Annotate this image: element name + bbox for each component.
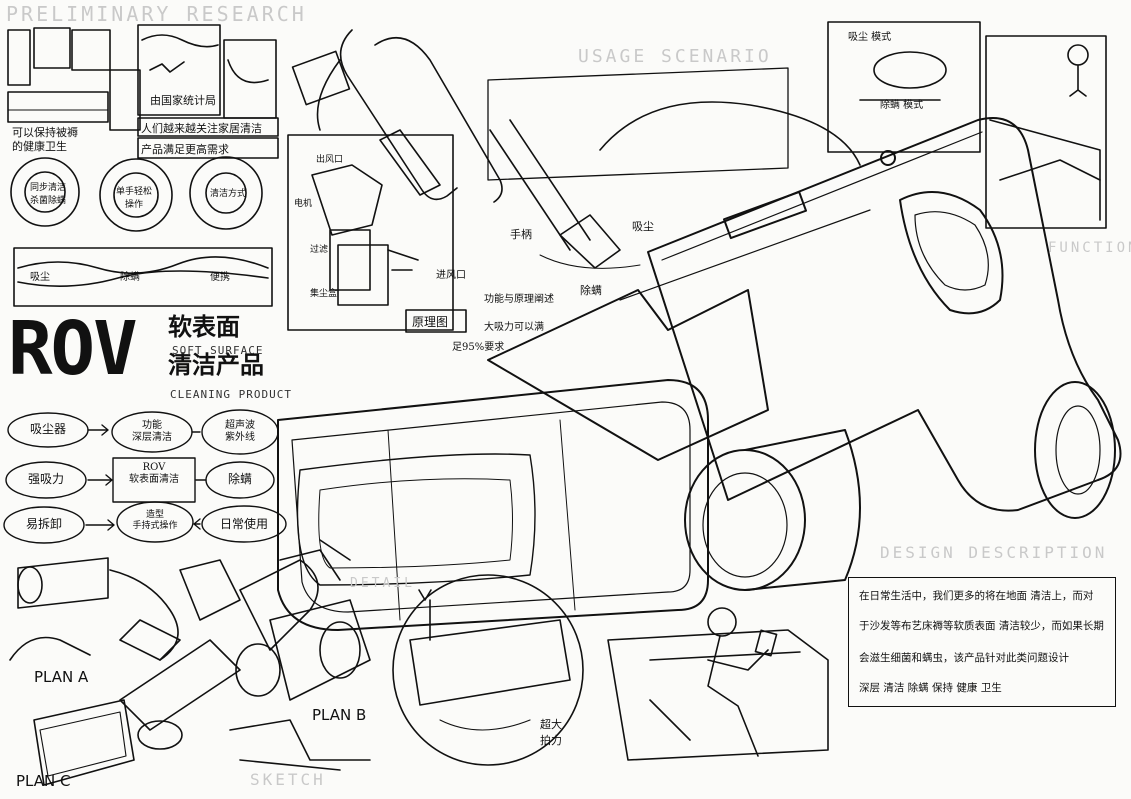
scenario-tag-1: 吸尘 模式 [848,32,892,43]
plan-a-sketch [9,557,241,661]
flow-node-rov: ROV 软表面清洁 [129,462,179,485]
flow-node-anti-mite: 除螨 [227,472,252,486]
principle-caption: 原理图 [412,315,449,329]
title-cn-line2: 清洁产品 [168,350,264,380]
description-line-1: 在日常生活中，我们更多的将在地面 清洁上，而对 [859,590,1094,602]
principle-air-out: 出风口 [316,155,344,165]
title-cn-line1: 软表面 [168,312,240,341]
plan-c-label: PLAN C [16,772,71,790]
description-line-3: 会滋生细菌和螨虫，该产品针对此类问题设计 [859,652,1069,664]
heading-usage-scenario: USAGE SCENARIO [578,46,772,67]
flow-node-function: 功能 深层清洁 [132,420,172,443]
principle-air-in: 进风口 [436,270,466,281]
detail-note-1: 超大 [540,718,562,731]
plan-b-sketch [235,539,371,701]
research-collage [7,24,279,307]
description-line-4: 深层 清洁 除螨 保持 健康 卫生 [859,682,1002,694]
principle-motor: 电机 [294,199,313,209]
research-note-5: 的健康卫生 [12,140,67,153]
research-note-2: 人们越来越关注家居清洁 [141,122,262,135]
research-note-4: 可以保持被褥 [12,126,78,139]
ring-3-text: 清洁方式 [210,189,247,199]
title-en-line1: SOFT SURFACE [172,344,264,357]
flow-node-strong-suction: 强吸力 [27,472,64,486]
ring-1-text: 同步清洁 杀菌除螨 [30,183,67,206]
principle-diagram [287,134,467,333]
timeline-label-a: 吸尘 [30,272,50,283]
couch-background [487,67,861,181]
callout-anti-mite: 除螨 [580,284,602,297]
heading-preliminary-research: PRELIMINARY RESEARCH [6,2,307,26]
timeline-label-b: 除螨 [120,272,140,283]
flow-node-form: 造型 手持式操作 [132,510,178,531]
title-en-line2: CLEANING PRODUCT [170,388,292,401]
handle-sketch [291,29,641,269]
timeline-label-c: 便携 [210,272,230,283]
principle-dust: 集尘盒 [310,289,338,299]
plan-a-label: PLAN A [34,668,89,686]
plan-b-label: PLAN B [312,706,367,724]
principle-note-1: 功能与原理阐述 [484,294,554,305]
heading-design-description: DESIGN DESCRIPTION [880,543,1108,562]
title-cn: 软表面 清洁产品 [168,312,264,380]
principle-note-3: 足95%要求 [452,342,505,353]
rov-logo: ROV [8,306,138,392]
research-note-1: 由国家统计局 [150,94,216,107]
heading-function: FUNCTION [1048,240,1131,256]
flow-node-daily-use: 日常使用 [219,517,268,531]
heading-sketch: SKETCH [250,770,326,789]
callout-handle: 手柄 [510,228,532,241]
research-note-3: 产品满足更高需求 [141,143,229,156]
flow-chart [3,409,287,544]
flow-node-detachable: 易拆卸 [25,517,62,531]
ring-2-text: 单手轻松 操作 [116,187,153,210]
heading-detail: DETAIL [350,576,415,591]
callout-suction: 吸尘 [632,220,654,233]
detail-note-2: 拍力 [540,734,562,747]
principle-note-2: 大吸力可以满 [484,322,544,333]
usage-scenario-sketch [827,21,1107,229]
sofa-scene [607,607,829,761]
detail-circle [392,574,584,766]
rov-product-render [277,117,1122,631]
flow-node-ultrasonic: 超声波 紫外线 [225,420,255,443]
plan-c-sketch [33,639,371,786]
description-line-2: 于沙发等布艺床褥等软质表面 清洁较少，而如果长期 [859,620,1104,632]
scenario-tag-2: 除螨 模式 [880,100,924,111]
flow-node-vacuum: 吸尘器 [29,422,66,436]
design-description-box: 在日常生活中，我们更多的将在地面 清洁上，而对 于沙发等布艺床褥等软质表面 清洁… [848,577,1116,707]
principle-filter: 过滤 [310,245,329,255]
